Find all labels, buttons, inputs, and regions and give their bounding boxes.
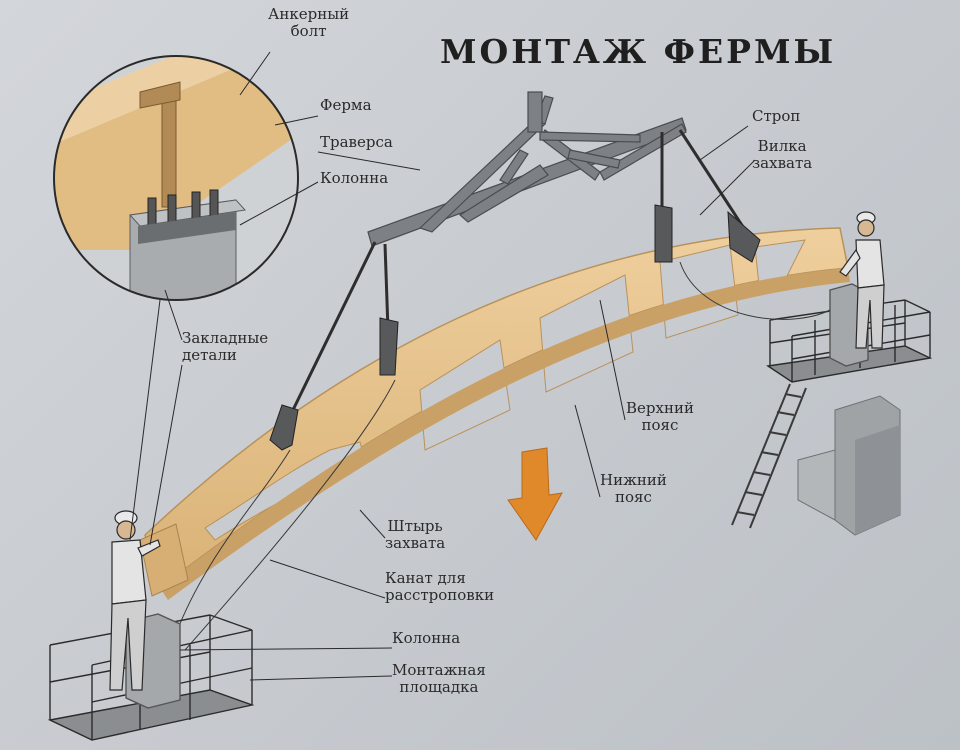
traverse-beam [367, 91, 687, 247]
label-column-bottom: Колонна [392, 629, 461, 647]
left-worker [109, 510, 161, 691]
label-anchor-bolt-line2: болт [290, 22, 327, 40]
label-grip-fork-line2: захвата [752, 154, 813, 172]
left-platform [47, 613, 255, 741]
right-worker [839, 211, 885, 349]
label-embedded-parts-line1: Закладные [182, 329, 269, 347]
ladder [731, 383, 807, 529]
label-top-chord: Верхний пояс [626, 400, 694, 434]
label-traverse: Траверса [320, 133, 393, 151]
label-bottom-chord: Нижний пояс [600, 472, 667, 506]
leader-lines [129, 51, 756, 681]
truss-body [139, 227, 850, 600]
label-top-chord-line1: Верхний [626, 399, 694, 417]
label-release-rope-line2: расстроповки [385, 586, 495, 604]
grip-forks [269, 204, 761, 451]
release-ropes [169, 261, 831, 651]
right-support-column [797, 395, 901, 536]
label-embedded-parts: Закладные детали [182, 330, 268, 364]
slings [290, 129, 747, 413]
label-mounting-platform-line1: Монтажная [392, 661, 486, 679]
label-anchor-bolt-line1: Анкерный [268, 5, 350, 23]
label-bottom-chord-line2: пояс [614, 488, 652, 506]
page-title: МОНТАЖ ФЕРМЫ [440, 32, 837, 71]
label-top-chord-line2: пояс [641, 416, 679, 434]
label-grip-fork-line1: Вилка [757, 137, 807, 155]
lowering-arrow [507, 447, 563, 541]
label-grip-fork: Вилка захвата [752, 138, 812, 172]
label-bottom-chord-line1: Нижний [600, 471, 667, 489]
label-grip-pin: Штырь захвата [385, 518, 445, 552]
magnifier-detail [53, 55, 299, 301]
label-mounting-platform: Монтажная площадка [392, 662, 486, 696]
right-platform [766, 283, 933, 383]
label-sling: Строп [752, 107, 801, 125]
label-column-top: Колонна [320, 169, 389, 187]
label-truss: Ферма [320, 96, 372, 114]
label-anchor-bolt: Анкерный болт [268, 6, 349, 40]
label-release-rope-line1: Канат для [385, 569, 466, 587]
label-grip-pin-line1: Штырь [387, 517, 443, 535]
label-release-rope: Канат для расстроповки [385, 570, 494, 604]
label-grip-pin-line2: захвата [385, 534, 446, 552]
label-mounting-platform-line2: площадка [399, 678, 479, 696]
label-embedded-parts-line2: детали [182, 346, 237, 364]
